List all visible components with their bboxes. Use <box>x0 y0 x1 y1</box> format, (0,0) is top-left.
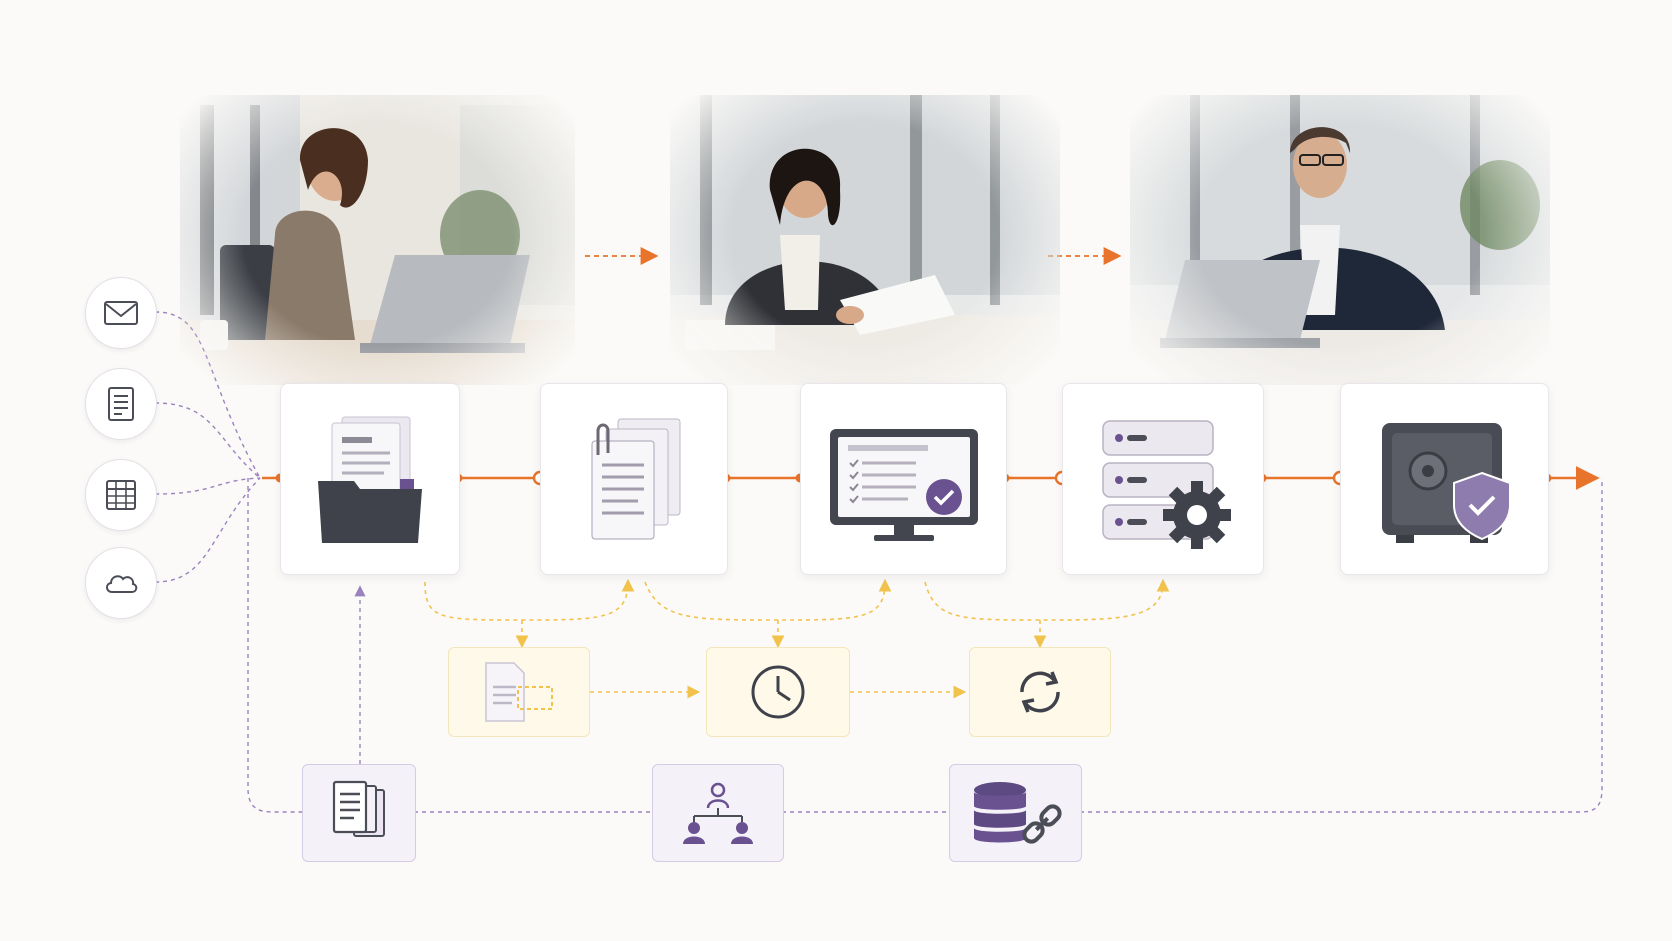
attached-documents-icon <box>591 418 681 540</box>
form-icon <box>108 387 134 421</box>
helper-extract[interactable] <box>448 647 590 737</box>
cloud-icon <box>106 575 138 593</box>
safe-shield-icon <box>1381 423 1511 543</box>
hierarchy-users-icon <box>683 782 753 844</box>
stage-attach[interactable] <box>540 383 728 575</box>
helper-schedule[interactable] <box>706 647 850 737</box>
photo-man-thinking <box>1130 95 1550 385</box>
foundation-connectors <box>247 478 1603 813</box>
stage-capture[interactable] <box>280 383 460 575</box>
database-link-icon <box>973 782 1062 844</box>
photo-woman-typing <box>180 95 575 385</box>
document-folder-icon <box>318 416 422 543</box>
documents-stack-icon <box>332 780 385 837</box>
helper-sync[interactable] <box>969 647 1111 737</box>
foundation-database[interactable] <box>949 764 1082 862</box>
foundation-roles[interactable] <box>652 764 784 862</box>
source-form[interactable] <box>85 368 157 440</box>
photo-woman-reviewing <box>670 95 1060 385</box>
monitor-checklist-icon <box>829 429 978 541</box>
stage-process[interactable] <box>1062 383 1264 575</box>
document-extract-icon <box>485 662 553 722</box>
clock-icon <box>751 665 805 719</box>
source-connectors <box>154 311 261 583</box>
spreadsheet-icon <box>106 480 136 510</box>
helper-connectors <box>424 578 1170 699</box>
stage-review[interactable] <box>800 383 1007 575</box>
foundation-documents[interactable] <box>302 764 416 862</box>
source-cloud[interactable] <box>85 547 157 619</box>
source-email[interactable] <box>85 277 157 349</box>
sync-icon <box>1020 671 1060 713</box>
server-gear-icon <box>1102 420 1231 549</box>
envelope-icon <box>104 301 138 325</box>
source-spreadsheet[interactable] <box>85 459 157 531</box>
stage-secure[interactable] <box>1340 383 1549 575</box>
